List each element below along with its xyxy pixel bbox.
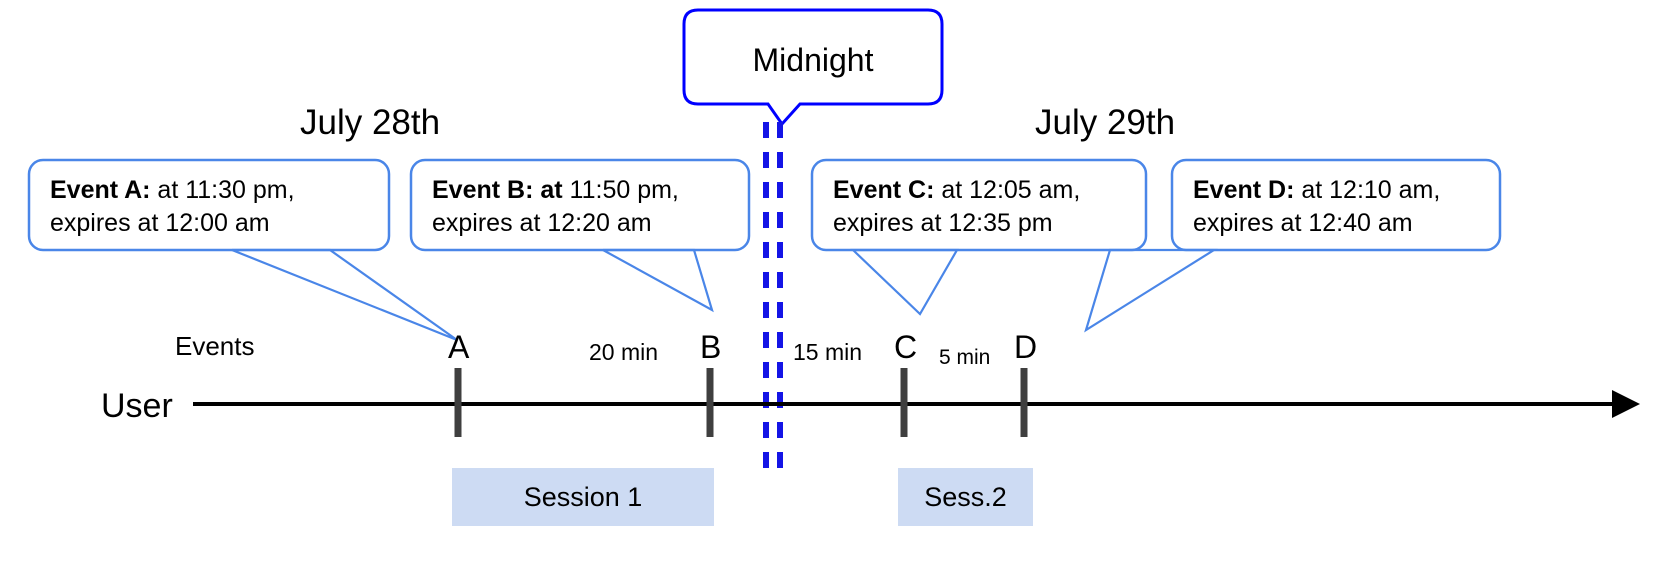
event-marker-b-label: B [700,329,722,365]
event-a-callout-text: Event A: at 11:30 pm, expires at 12:00 a… [50,174,375,240]
gap-label-5-min: 5 min [939,346,991,369]
event-d-rest: at 12:10 am, [1294,176,1441,204]
event-c-leader [850,248,959,316]
gap-label-15-min: 15 min [793,339,863,365]
session-1-label: Session 1 [523,481,643,512]
event-a-callout-box [27,158,391,252]
event-b-line2: expires at 12:20 am [432,209,652,237]
date-label-july-28: July 28th [300,103,441,142]
event-marker-c-label: C [894,329,918,365]
user-row-label: User [101,387,173,425]
event-c-callout-box [810,158,1148,252]
event-b-bold: Event B: at [432,176,563,204]
event-d-bold: Event D: [1193,176,1295,204]
midnight-divider-line [763,122,783,478]
session-box-2: Sess.2 [898,468,1033,526]
midnight-label: Midnight [752,42,874,78]
timeline-ticks [454,368,1028,437]
event-a-bold: Event A: [50,176,151,204]
event-d-line2: expires at 12:40 am [1193,209,1413,237]
event-c-line2: expires at 12:35 pm [833,209,1053,237]
event-b-callout-text: Event B: at 11:50 pm, expires at 12:20 a… [432,174,742,240]
timeline-axis [193,390,1640,418]
event-a-leader [231,248,458,342]
event-marker-a-label: A [448,329,470,365]
midnight-callout-bubble [682,8,944,127]
event-a-rest: at 11:30 pm, [150,176,295,204]
session-box-1: Session 1 [452,468,714,526]
events-row-label: Events [175,331,255,361]
event-c-rest: at 12:05 am, [934,176,1081,204]
event-d-callout-box [1170,158,1502,252]
event-b-rest: 11:50 pm, [562,176,679,204]
event-marker-d-label: D [1014,329,1038,365]
event-c-bold: Event C: [833,176,935,204]
event-d-callout-text: Event D: at 12:10 am, expires at 12:40 a… [1193,174,1493,240]
event-c-callout-text: Event C: at 12:05 am, expires at 12:35 p… [833,174,1138,240]
event-a-line2: expires at 12:00 am [50,209,270,237]
event-b-leader [602,248,714,313]
session-2-label: Sess.2 [924,481,1007,512]
gap-label-20-min: 20 min [589,339,659,365]
date-label-july-29: July 29th [1035,103,1176,142]
event-b-callout-box [409,158,751,252]
event-d-leader [1084,248,1218,333]
